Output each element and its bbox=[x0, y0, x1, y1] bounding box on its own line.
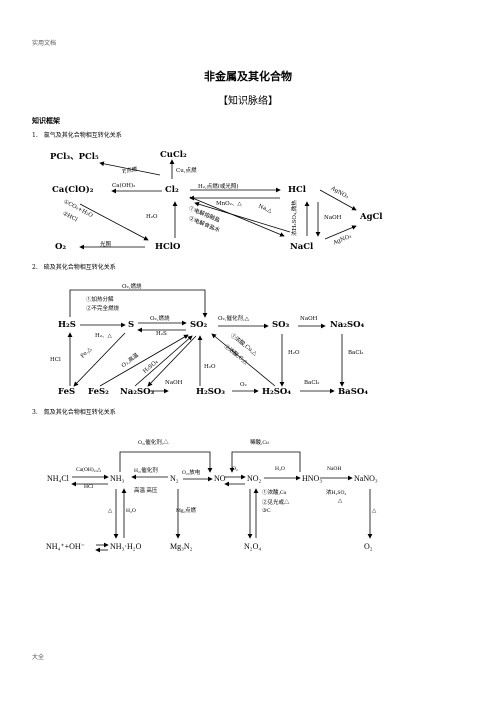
label-h2o1: H₂O bbox=[204, 364, 216, 370]
node-caclo2: Ca(ClO)₂ bbox=[52, 185, 94, 195]
node-s: S bbox=[128, 320, 135, 330]
item-3-label: 3. 氮及其化合物相互转化关系 bbox=[32, 409, 116, 416]
label-h2o: H₂O bbox=[146, 214, 158, 220]
label-o2c: O₂,催化剂,△ bbox=[218, 316, 249, 322]
label-caoh: Ca(OH)₂,△ bbox=[76, 467, 102, 473]
node-pcl: PCl₃、PCl₅ bbox=[50, 152, 99, 162]
label-h2: H₂、△ bbox=[95, 333, 112, 339]
node-na2so4: Na₂SO₄ bbox=[330, 320, 365, 330]
label-h2o2: H₂O bbox=[288, 350, 300, 356]
label-hcl: HCl bbox=[50, 357, 61, 363]
node-o2: O₂ bbox=[55, 242, 67, 252]
section-heading: 知识框架 bbox=[32, 116, 60, 125]
node-mg3n2: Mg₃N₂ bbox=[170, 542, 193, 551]
node-cl2: Cl₂ bbox=[165, 185, 179, 195]
label-tri1: △ bbox=[338, 498, 343, 504]
node-n2o4: N₂O₄ bbox=[244, 542, 262, 551]
label-o2b: O₂,燃烧 bbox=[150, 316, 170, 322]
node-nh4oh: NH₄⁺+OH⁻ bbox=[46, 542, 85, 551]
node-hclo: HClO bbox=[155, 242, 181, 252]
node-nh4cl: NH₄Cl bbox=[47, 474, 69, 483]
label-h2cat: H₂,催化剂 bbox=[134, 468, 158, 474]
label-hp: 高温 高压 bbox=[134, 488, 158, 494]
label-o2: O₂ bbox=[232, 466, 238, 472]
label-cu: Cu,点燃 bbox=[176, 168, 197, 174]
node-o2: O₂ bbox=[364, 542, 373, 551]
label-naoh2: NaOH bbox=[165, 380, 183, 386]
node-nh3: NH₃ bbox=[110, 474, 125, 483]
label-h2o: H₂O bbox=[275, 466, 285, 472]
label-c: ③C bbox=[262, 508, 271, 514]
node-fes: FeS bbox=[58, 387, 76, 397]
label-h2s-r: H₂S bbox=[156, 331, 167, 337]
node-hno3: HNO₃ bbox=[302, 474, 323, 483]
item-1-label: 1. 氯气及其化合物相互转化关系 bbox=[32, 132, 122, 139]
node-nacl: NaCl bbox=[290, 242, 314, 252]
node-na2so3: Na₂SO₃ bbox=[120, 387, 155, 397]
label-top2: 稀酸,Cu bbox=[250, 440, 269, 446]
page-footer: 大全 bbox=[32, 654, 45, 661]
page-header: 实用文档 bbox=[32, 40, 57, 47]
label-o2d: O₂ bbox=[240, 382, 247, 388]
item-2-label: 2. 硫及其化合物相互转化关系 bbox=[32, 264, 116, 271]
node-n2: N₂ bbox=[170, 474, 179, 483]
label-top1: O₂,催化剂,△ bbox=[138, 440, 169, 446]
node-so3: SO₃ bbox=[272, 320, 290, 330]
node-cucl2: CuCl₂ bbox=[160, 150, 187, 160]
label-tri3: △ bbox=[108, 508, 113, 514]
label-naoh: NaOH bbox=[324, 215, 342, 221]
page-subtitle: 【知识脉络】 bbox=[218, 96, 278, 107]
label-naoh1: NaOH bbox=[300, 316, 318, 322]
node-agcl: AgCl bbox=[360, 212, 383, 222]
label-cu: ①浓酸,Cu bbox=[262, 490, 287, 496]
node-h2so4: H₂SO₄ bbox=[262, 387, 292, 397]
label-a2: ②不完全燃烧 bbox=[86, 306, 120, 312]
label-h2o2: H₂O bbox=[126, 508, 136, 514]
node-nh3h2o: NH₃·H₂O bbox=[110, 542, 142, 551]
node-hcl: HCl bbox=[288, 185, 307, 195]
label-bacl2: BaCl₂ bbox=[304, 380, 320, 386]
node-fes2: FeS₂ bbox=[88, 387, 109, 397]
node-no2: NO₂ bbox=[247, 474, 262, 483]
label-light: 光照 bbox=[100, 242, 112, 248]
node-h2s: H₂S bbox=[58, 320, 76, 330]
label-naoh: NaOH bbox=[327, 466, 342, 472]
label-o2dis: O₂,放电 bbox=[182, 470, 201, 476]
node-no: NO bbox=[214, 474, 226, 483]
label-light: ②见光或△ bbox=[262, 500, 290, 506]
label-top: O₂,燃烧 bbox=[122, 284, 142, 290]
label-hcl: HCl bbox=[84, 484, 94, 490]
node-baso4: BaSO₄ bbox=[338, 387, 368, 397]
label-a1: ①加热分解 bbox=[86, 297, 114, 303]
node-nano3: NaNO₃ bbox=[354, 474, 378, 483]
label-conc: 浓H₂SO₄ bbox=[326, 490, 347, 496]
label-bacl1: BaCl₂ bbox=[348, 350, 364, 356]
node-h2so3: H₂SO₃ bbox=[196, 387, 226, 397]
label-mg: Mg,点燃 bbox=[176, 508, 197, 514]
label-mno2: MnO₂、△ bbox=[216, 201, 242, 207]
label-h2: H₂,点燃(或光照) bbox=[198, 184, 239, 190]
label-caoh: Ca(OH)₂ bbox=[112, 183, 136, 189]
label-tri2: △ bbox=[372, 508, 377, 514]
page-title: 非金属及其化合物 bbox=[204, 70, 292, 83]
node-so2: SO₂ bbox=[190, 320, 208, 330]
label-conc: 浓H₂SO₄,微热 bbox=[291, 200, 298, 236]
